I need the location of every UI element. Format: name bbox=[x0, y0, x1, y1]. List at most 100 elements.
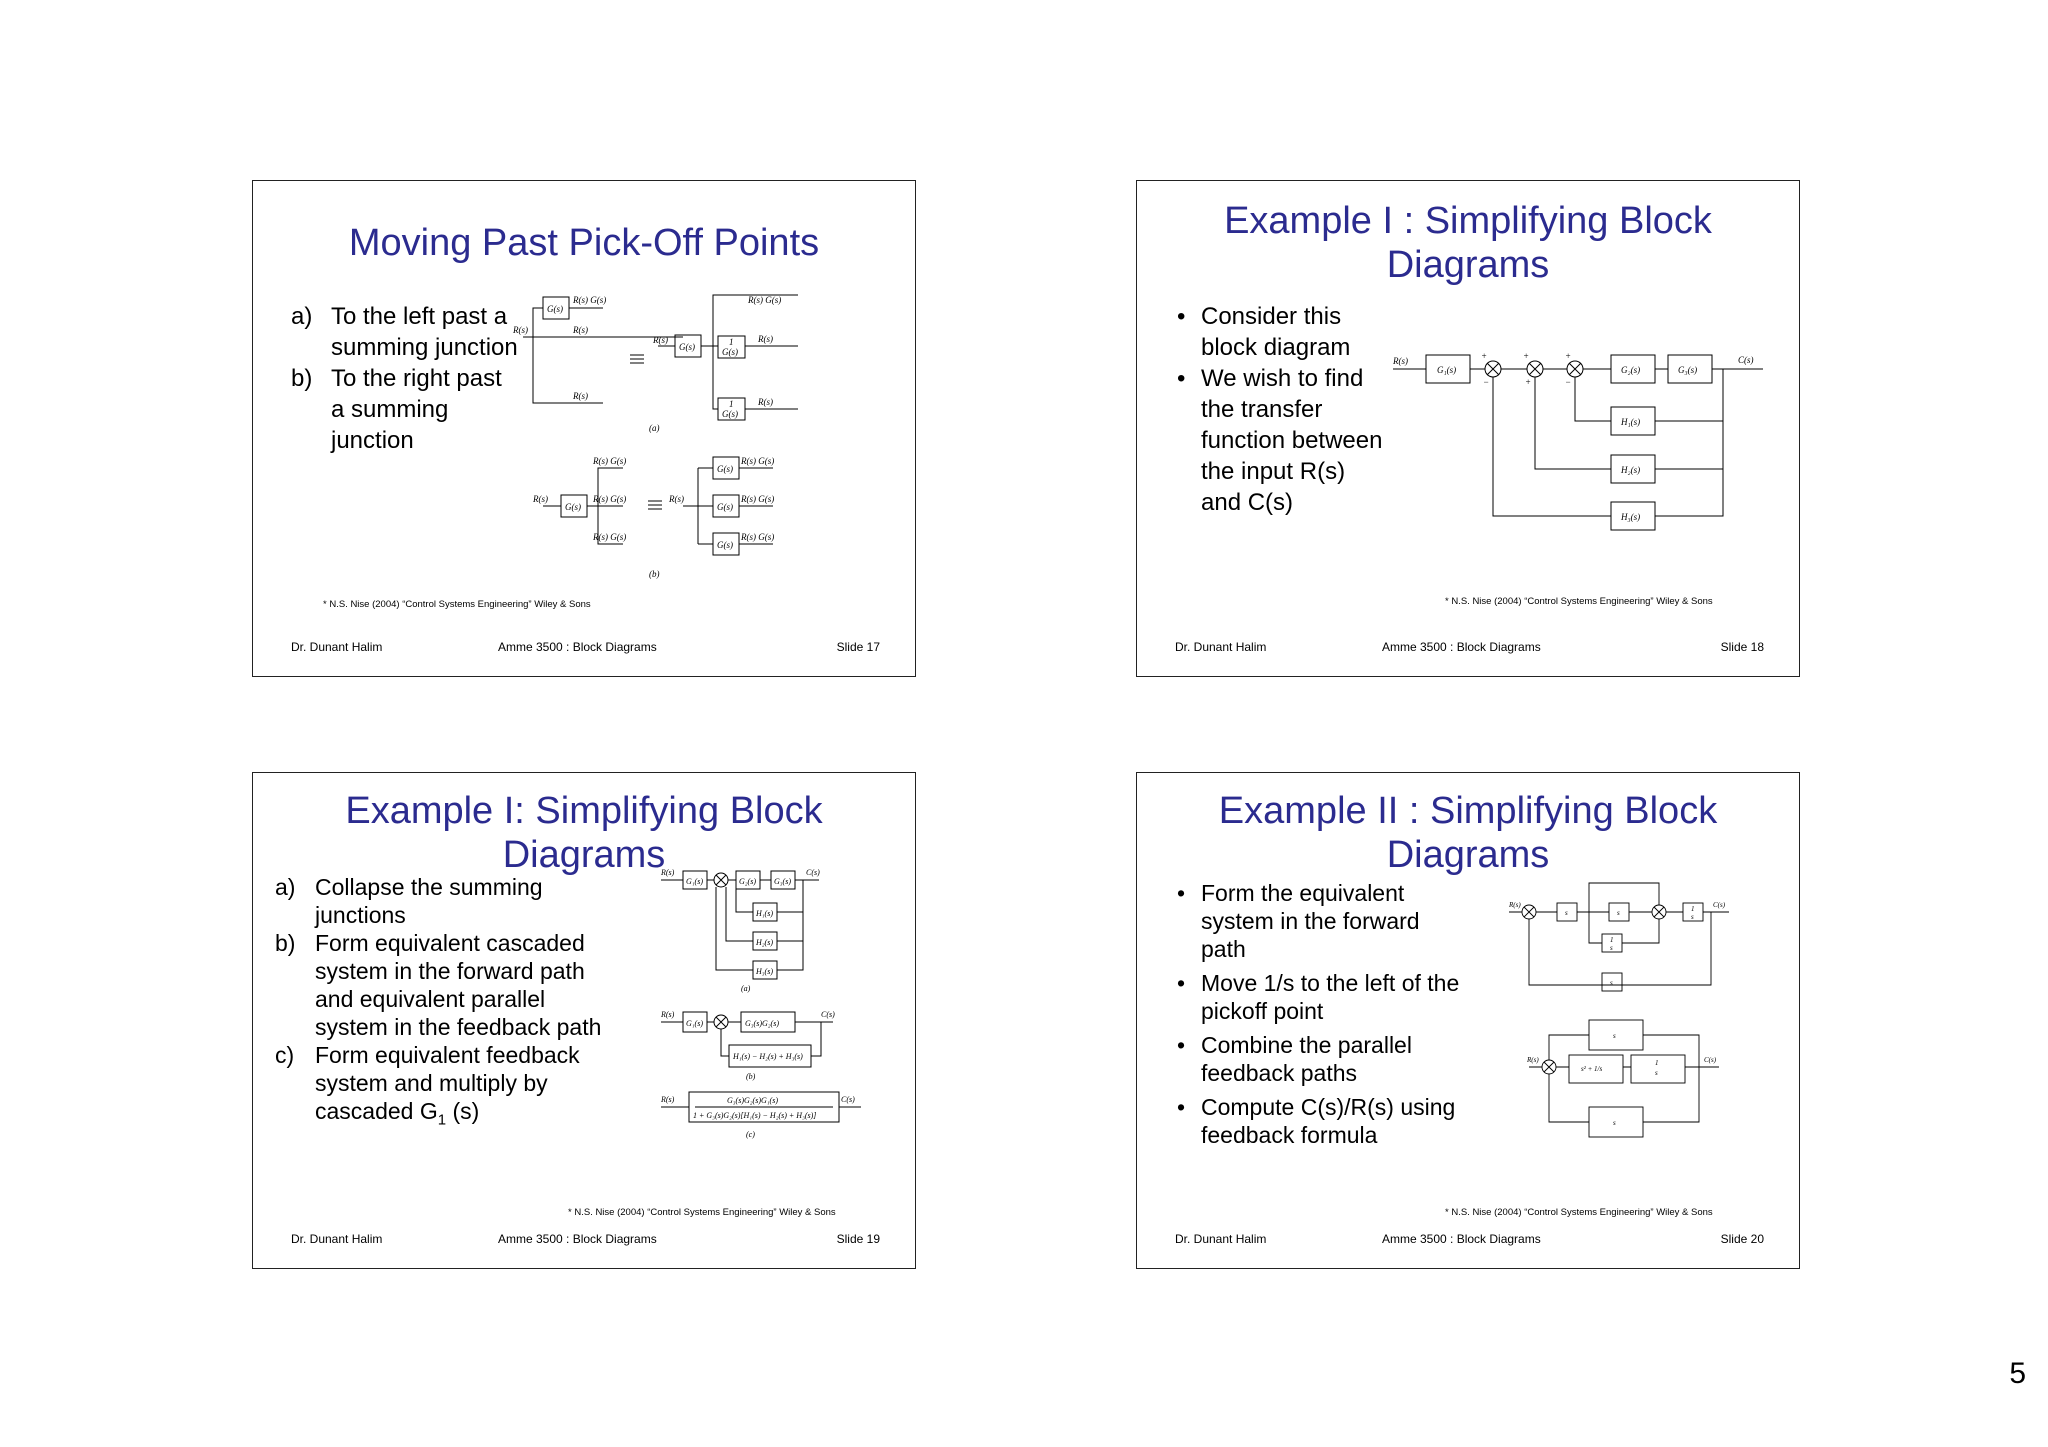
footer-author: Dr. Dunant Halim bbox=[1175, 1232, 1267, 1246]
svg-text:H₂(s): H₂(s) bbox=[755, 938, 773, 947]
svg-text:s: s bbox=[1613, 1032, 1616, 1040]
slide-title: Example I: Simplifying Block Diagrams bbox=[345, 790, 823, 876]
svg-text:R(s) G(s): R(s) G(s) bbox=[740, 532, 774, 542]
svg-text:+: + bbox=[1565, 351, 1571, 361]
svg-text:R(s) G(s): R(s) G(s) bbox=[592, 532, 626, 542]
citation: * N.S. Nise (2004) “Control Systems Engi… bbox=[1445, 596, 1713, 607]
slide-19: Example I: Simplifying Block Diagrams a)… bbox=[252, 772, 916, 1269]
svg-text:R(s): R(s) bbox=[660, 1010, 675, 1019]
svg-text:s: s bbox=[1655, 1069, 1658, 1077]
svg-text:G(s): G(s) bbox=[565, 502, 581, 512]
svg-text:H₁(s): H₁(s) bbox=[755, 909, 773, 918]
slide-body: a)Collapse the summing junctions b)Form … bbox=[275, 873, 605, 1135]
svg-text:H₃(s): H₃(s) bbox=[1620, 512, 1640, 522]
list-item: •We wish to find the transfer function b… bbox=[1177, 365, 1383, 516]
list-item: •Consider this block diagram bbox=[1177, 303, 1351, 361]
svg-text:G₃(s): G₃(s) bbox=[774, 877, 791, 886]
svg-text:R(s): R(s) bbox=[1392, 356, 1408, 366]
footer-author: Dr. Dunant Halim bbox=[1175, 640, 1267, 654]
svg-text:R(s): R(s) bbox=[572, 391, 588, 401]
block-diagram: R(s) G₁(s) G₂(s) G₃(s) C(s) H₁(s) H₂(s) … bbox=[1392, 351, 1763, 531]
svg-text:R(s): R(s) bbox=[532, 494, 548, 504]
svg-text:+: + bbox=[1481, 351, 1487, 361]
svg-text:s: s bbox=[1565, 909, 1568, 917]
citation: * N.S. Nise (2004) “Control Systems Engi… bbox=[568, 1207, 836, 1218]
footer-slide-number: Slide 18 bbox=[1720, 640, 1764, 654]
list-item: b)Form equivalent cascaded system in the… bbox=[275, 930, 602, 1040]
svg-text:H₂(s): H₂(s) bbox=[1620, 465, 1640, 475]
svg-text:G₁(s): G₁(s) bbox=[1437, 365, 1456, 375]
svg-text:G(s): G(s) bbox=[722, 409, 738, 419]
svg-text:G(s): G(s) bbox=[547, 304, 563, 314]
svg-text:G(s): G(s) bbox=[717, 464, 733, 474]
svg-text:s: s bbox=[1613, 1119, 1616, 1127]
block-diagrams-ex2: R(s) s s 1 s C(s) 1 s s s R(s) s² + 1/s … bbox=[1508, 882, 1729, 1138]
svg-text:s: s bbox=[1610, 944, 1613, 952]
svg-text:R(s): R(s) bbox=[757, 334, 773, 344]
svg-text:s² + 1/s: s² + 1/s bbox=[1581, 1065, 1602, 1073]
footer-author: Dr. Dunant Halim bbox=[291, 640, 383, 654]
svg-text:s: s bbox=[1610, 979, 1613, 987]
slide-title: Example II : Simplifying Block Diagrams bbox=[1218, 790, 1718, 876]
footer-slide-number: Slide 17 bbox=[836, 640, 880, 654]
footer-course: Amme 3500 : Block Diagrams bbox=[498, 640, 657, 654]
list-item: a)To the left past a summing junction bbox=[291, 303, 518, 361]
reduction-diagrams: R(s) G₁(s) G₂(s) G₃(s) C(s) H₁(s) H₂(s) … bbox=[660, 868, 861, 1139]
list-item: a)Collapse the summing junctions bbox=[275, 874, 543, 928]
svg-text:−: − bbox=[1483, 377, 1489, 387]
svg-text:G₁(s): G₁(s) bbox=[686, 877, 703, 886]
list-item: •Compute C(s)/R(s) using feedback formul… bbox=[1177, 1094, 1456, 1148]
svg-text:G₃(s)G₂(s): G₃(s)G₂(s) bbox=[745, 1019, 779, 1028]
svg-text:1: 1 bbox=[729, 399, 734, 409]
slide-17: Moving Past Pick-Off Points a)To the lef… bbox=[252, 180, 916, 677]
svg-text:(a): (a) bbox=[649, 423, 660, 433]
list-item: •Combine the parallel feedback paths bbox=[1177, 1032, 1412, 1086]
svg-text:R(s): R(s) bbox=[1508, 901, 1521, 909]
footer-slide-number: Slide 19 bbox=[836, 1232, 880, 1246]
svg-text:1: 1 bbox=[729, 337, 734, 347]
svg-text:−: − bbox=[1565, 377, 1571, 387]
svg-text:R(s) G(s): R(s) G(s) bbox=[592, 456, 626, 466]
svg-text:R(s) G(s): R(s) G(s) bbox=[572, 295, 606, 305]
slide-18: Example I : Simplifying Block Diagrams •… bbox=[1136, 180, 1800, 677]
svg-text:G₂(s): G₂(s) bbox=[1621, 365, 1640, 375]
list-item: b)To the right past a summing junction bbox=[291, 365, 502, 454]
svg-text:R(s): R(s) bbox=[652, 335, 668, 345]
svg-text:1 + G₃(s)G₂(s)[H₁(s) − H₂(s) +: 1 + G₃(s)G₂(s)[H₁(s) − H₂(s) + H₃(s)] bbox=[693, 1111, 816, 1120]
slide-title: Example I : Simplifying Block Diagrams bbox=[1224, 200, 1712, 286]
svg-text:R(s): R(s) bbox=[572, 325, 588, 335]
svg-text:C(s): C(s) bbox=[1713, 901, 1726, 909]
svg-text:R(s) G(s): R(s) G(s) bbox=[747, 295, 781, 305]
footer-course: Amme 3500 : Block Diagrams bbox=[498, 1232, 657, 1246]
svg-text:C(s): C(s) bbox=[821, 1010, 835, 1019]
svg-text:1: 1 bbox=[1691, 905, 1695, 913]
svg-text:R(s) G(s): R(s) G(s) bbox=[740, 456, 774, 466]
svg-text:R(s): R(s) bbox=[660, 868, 675, 877]
svg-text:G₃(s): G₃(s) bbox=[1678, 365, 1697, 375]
svg-text:1: 1 bbox=[1655, 1059, 1659, 1067]
slide-title: Moving Past Pick-Off Points bbox=[348, 222, 820, 264]
svg-text:H₁(s): H₁(s) bbox=[1620, 417, 1640, 427]
svg-text:R(s): R(s) bbox=[757, 397, 773, 407]
slide-20: Example II : Simplifying Block Diagrams … bbox=[1136, 772, 1800, 1269]
svg-text:C(s): C(s) bbox=[806, 868, 820, 877]
svg-text:(c): (c) bbox=[746, 1130, 755, 1139]
list-item: c)Form equivalent feedback system and mu… bbox=[275, 1042, 580, 1129]
slide-body: a)To the left past a summing junction b)… bbox=[291, 301, 521, 456]
slide-body: •Consider this block diagram •We wish to… bbox=[1175, 301, 1385, 518]
pickoff-diagram: G(s) R(s) G(s) R(s) R(s) R(s) R(s) G(s) … bbox=[512, 294, 798, 579]
svg-text:(a): (a) bbox=[741, 984, 751, 993]
svg-text:s: s bbox=[1691, 913, 1694, 921]
footer-slide-number: Slide 20 bbox=[1720, 1232, 1764, 1246]
svg-text:R(s) G(s): R(s) G(s) bbox=[592, 494, 626, 504]
svg-text:(b): (b) bbox=[649, 569, 660, 579]
svg-text:s: s bbox=[1617, 909, 1620, 917]
svg-text:C(s): C(s) bbox=[841, 1095, 855, 1104]
citation: * N.S. Nise (2004) “Control Systems Engi… bbox=[323, 599, 591, 610]
footer-course: Amme 3500 : Block Diagrams bbox=[1382, 1232, 1541, 1246]
svg-text:(b): (b) bbox=[746, 1072, 756, 1081]
list-item: •Move 1/s to the left of the pickoff poi… bbox=[1177, 970, 1460, 1024]
svg-text:G₁(s): G₁(s) bbox=[686, 1019, 703, 1028]
svg-text:+: + bbox=[1523, 351, 1529, 361]
footer-author: Dr. Dunant Halim bbox=[291, 1232, 383, 1246]
